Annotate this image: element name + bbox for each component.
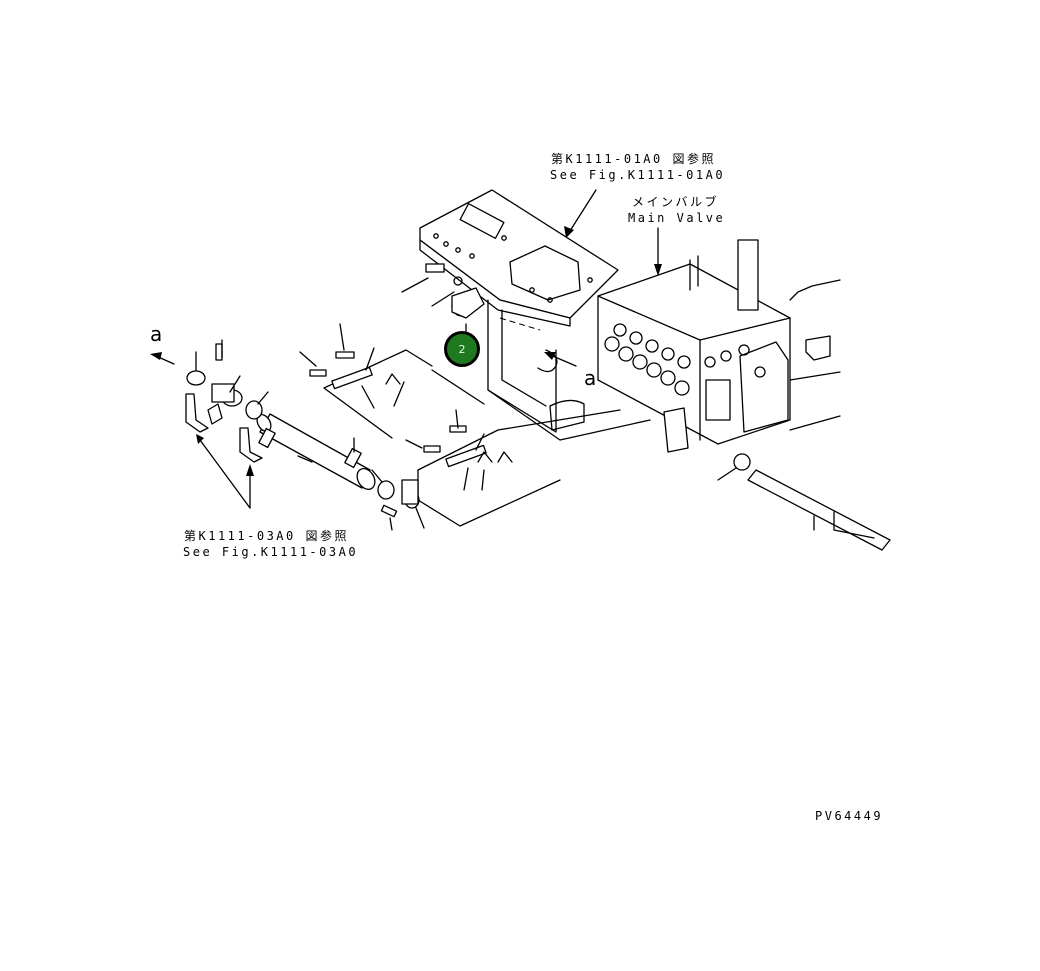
reference-label-bottom-jp: 第K1111-03A0 図参照 [184,529,349,543]
reference-label-top-en: See Fig.K1111-01A0 [550,168,726,182]
main-valve-label-en: Main Valve [628,211,726,225]
main-valve-label-jp: メインバルブ [632,195,720,209]
part-callout-number: 2 [458,342,466,356]
pedestal-column [487,299,651,441]
mounting-plate [419,189,619,327]
shaft-tube [256,413,376,490]
reference-label-bottom-en: See Fig.K1111-03A0 [183,545,359,559]
leader-lines [150,189,815,531]
main-valve-assembly [597,239,841,453]
part-callout-2[interactable]: 2 [444,331,480,367]
view-marker-left: a [150,322,163,346]
bushings [186,287,485,509]
reference-label-top-jp: 第K1111-01A0 図参照 [551,152,716,166]
control-rod [733,453,891,551]
small-parts [185,263,513,518]
view-marker-center: a [584,366,597,390]
drawing-number: PV64449 [815,809,884,823]
